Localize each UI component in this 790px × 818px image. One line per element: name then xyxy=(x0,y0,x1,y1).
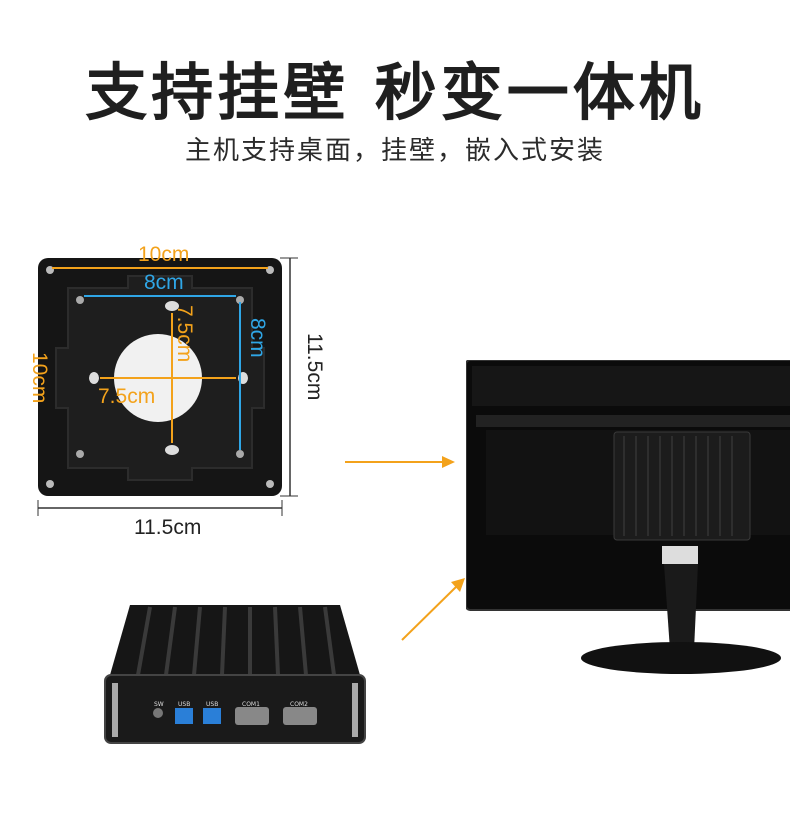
port-label-com1: COM1 xyxy=(242,701,260,708)
page-subtitle: 主机支持桌面，挂壁，嵌入式安装 xyxy=(184,136,605,166)
vesa-bracket-image xyxy=(38,258,282,496)
port-label-com2: COM2 xyxy=(290,701,308,708)
dim-overall-height: 11.5cm xyxy=(303,333,326,401)
dim-overall-width: 11.5cm xyxy=(134,516,202,539)
port-label-sw: SW xyxy=(154,701,164,708)
dim-inner-height-right: 8cm xyxy=(246,318,269,358)
dim-outer-height-left: 10cm xyxy=(28,352,51,404)
page-title: 支持挂壁 秒变一体机 xyxy=(85,56,705,129)
port-label-usb2: USB xyxy=(206,701,219,708)
port-label-usb1: USB xyxy=(178,701,191,708)
mini-pc-image xyxy=(104,605,366,744)
dim-inner-height-v: 7.5cm xyxy=(173,305,196,363)
dim-inner-width-top: 8cm xyxy=(144,271,184,294)
dim-outer-width-top: 10cm xyxy=(138,243,190,266)
dim-inner-width-h: 7.5cm xyxy=(98,385,156,408)
monitor-image xyxy=(466,360,790,674)
